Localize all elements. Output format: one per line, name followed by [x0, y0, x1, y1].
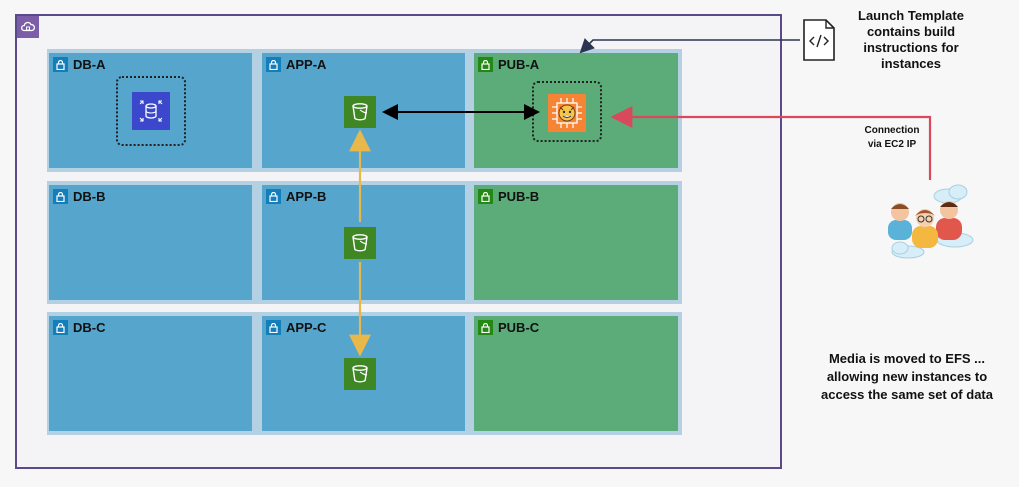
lock-icon [53, 320, 68, 335]
media-note: Media is moved to EFS ... allowing new i… [800, 350, 1014, 404]
lock-icon [53, 57, 68, 72]
subnet-db-c: DB-C [49, 316, 252, 431]
subnet-label: APP-B [286, 189, 327, 204]
subnet-label: DB-C [73, 320, 106, 335]
subnet-pub-c: PUB-C [474, 316, 678, 431]
note-line: Connection [864, 125, 920, 136]
cloud-icon [17, 16, 39, 38]
lock-icon [53, 189, 68, 204]
subnet-pub-b: PUB-B [474, 185, 678, 300]
subnet-label: PUB-C [498, 320, 540, 335]
subnet-label: DB-B [73, 189, 106, 204]
code-document-icon[interactable] [801, 18, 837, 62]
connection-note: Connection via EC2 IP [850, 124, 934, 152]
note-line: instructions for [863, 40, 959, 55]
subnet-db-b: DB-B [49, 185, 252, 300]
note-line: contains build [866, 24, 956, 39]
users-icon [880, 178, 978, 262]
lock-icon [266, 57, 281, 72]
efs-bucket-icon-b[interactable] [344, 227, 376, 259]
note-line: via EC2 IP [867, 139, 917, 150]
lock-icon [478, 57, 493, 72]
database-icon[interactable] [132, 92, 170, 130]
subnet-label: PUB-B [498, 189, 540, 204]
subnet-label: DB-A [73, 57, 106, 72]
rds-instance-boundary [116, 76, 186, 146]
chip-icon[interactable] [548, 94, 586, 132]
lock-icon [266, 189, 281, 204]
launch-template-note: Launch Template contains build instructi… [826, 8, 996, 72]
lock-icon [266, 320, 281, 335]
note-line: Launch Template [858, 8, 964, 23]
efs-bucket-icon-a[interactable] [344, 96, 376, 128]
note-line: instances [881, 56, 941, 71]
note-line: allowing new instances to [826, 369, 988, 384]
note-line: access the same set of data [821, 387, 993, 402]
subnet-label: APP-A [286, 57, 327, 72]
subnet-label: APP-C [286, 320, 327, 335]
efs-bucket-icon-c[interactable] [344, 358, 376, 390]
note-line: Media is moved to EFS ... [828, 351, 986, 366]
subnet-label: PUB-A [498, 57, 540, 72]
lock-icon [478, 320, 493, 335]
lock-icon [478, 189, 493, 204]
